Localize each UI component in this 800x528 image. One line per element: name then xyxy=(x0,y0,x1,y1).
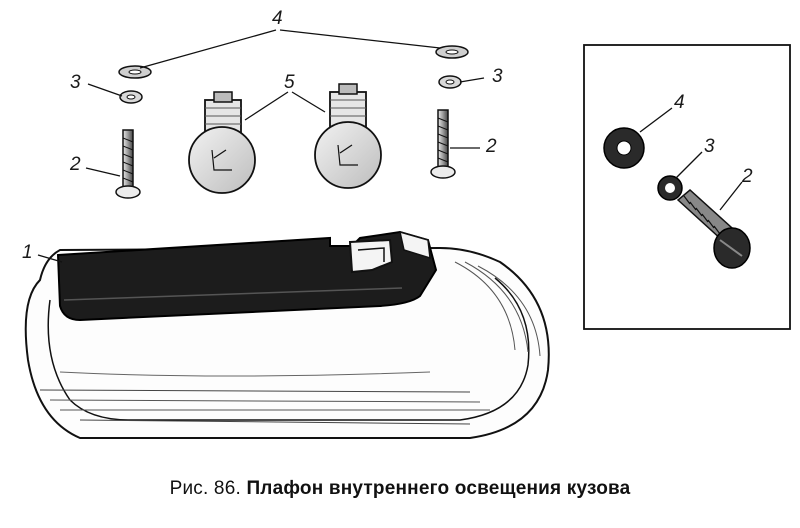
callout-2-inset: 2 xyxy=(741,166,753,187)
inset-flat-washer xyxy=(603,127,645,169)
leader-lines xyxy=(37,29,485,263)
left-lock-washer xyxy=(119,90,143,104)
figure-caption: Рис. 86. Плафон внутреннего освещения ку… xyxy=(0,478,800,500)
callout-3-right: 3 xyxy=(492,66,503,87)
left-screw xyxy=(115,129,141,199)
callout-3-inset: 3 xyxy=(704,136,715,157)
base-plate xyxy=(56,230,438,322)
callout-4-inset: 4 xyxy=(674,92,685,113)
right-bulb xyxy=(314,83,382,189)
inset-screw xyxy=(676,189,751,269)
callout-4-top: 4 xyxy=(272,8,283,29)
callout-2-right: 2 xyxy=(485,136,497,157)
callout-3-left: 3 xyxy=(70,72,81,93)
callout-2-left: 2 xyxy=(69,154,81,175)
caption-prefix: Рис. 86. xyxy=(169,478,241,499)
right-lock-washer xyxy=(438,75,462,89)
callout-1: 1 xyxy=(22,242,33,263)
inset-detail: 4 3 2 xyxy=(583,44,791,330)
left-flat-washer xyxy=(118,65,152,79)
left-bulb xyxy=(188,91,256,194)
inset-lock-washer xyxy=(657,175,683,201)
caption-title: Плафон внутреннего освещения кузова xyxy=(246,478,631,499)
right-screw xyxy=(430,109,456,179)
callout-5: 5 xyxy=(284,72,295,93)
right-flat-washer xyxy=(435,45,469,59)
